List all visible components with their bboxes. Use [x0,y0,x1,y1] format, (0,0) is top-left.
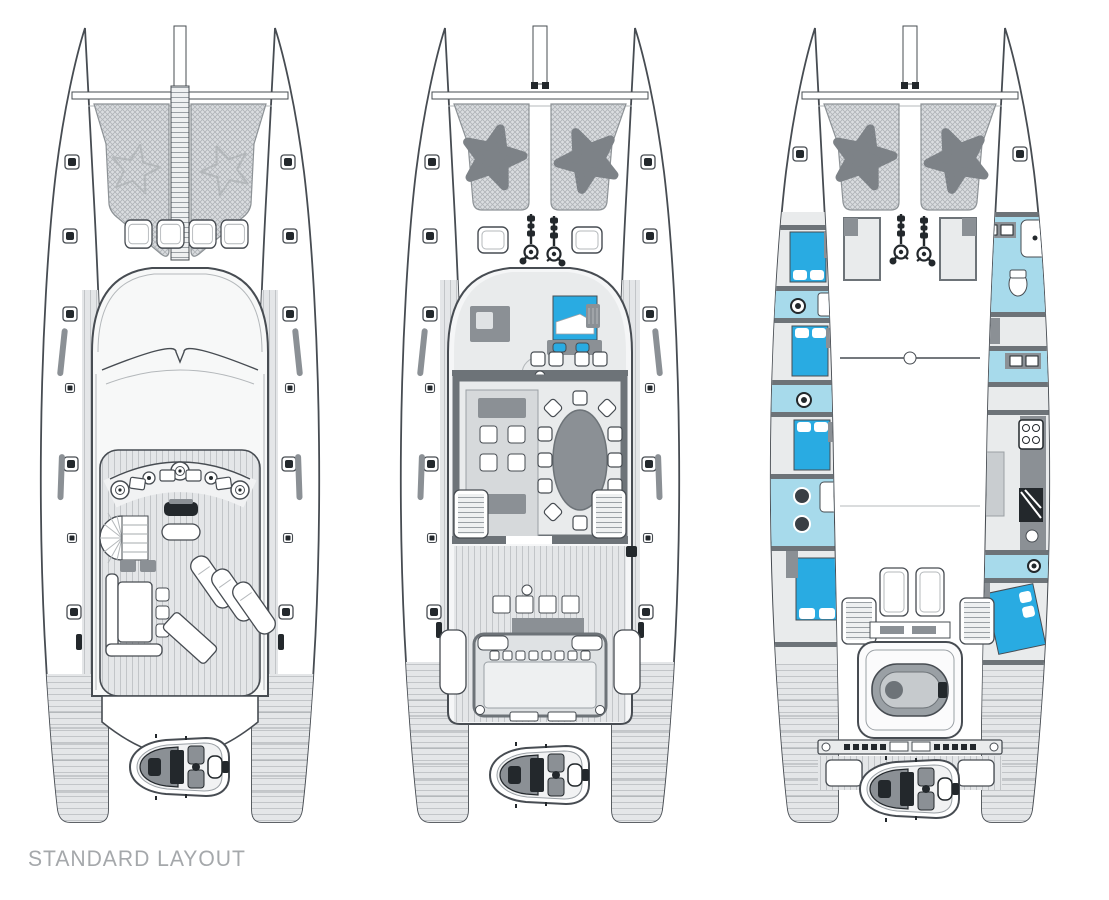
shower [819,481,841,513]
galley-island [977,451,1005,517]
windlass-icon [915,214,937,268]
sink-icon [1000,224,1014,236]
sprit-fitting [542,82,549,89]
windlass-icon [545,214,567,268]
gate-fitting [76,634,82,650]
gate-fitting [436,622,442,638]
stern-step-lines [400,699,680,797]
cockpit [439,546,641,722]
pillow [797,422,811,432]
helm-console-icon [161,499,201,541]
skylights [879,567,945,617]
wardrobe [786,550,798,578]
hull-window [57,454,65,501]
bow-walkway [170,85,190,261]
garage-dinghy-icon [871,663,949,717]
sun-pad [162,612,218,664]
pillow [795,328,809,338]
sprit-fitting [901,82,908,89]
bulkheads [770,225,846,647]
sink-icon [1025,529,1039,543]
flybridge-settee [105,560,170,657]
pillow [812,328,826,338]
sink-icon [1025,355,1039,367]
stern-step-lines [770,699,1050,797]
bulkheads [972,212,1050,665]
deck-hatch-icon [957,759,995,787]
cockpit-bench [472,632,608,722]
deck-hatch-icon [477,226,509,254]
stove-icon [1018,419,1044,450]
trampolines [823,103,996,211]
stern-crossbeam [817,739,1003,755]
spiral-staircase-icon [99,512,149,564]
wardrobe [826,328,840,348]
windlass-icon [888,212,910,266]
forward-master-cabin [452,272,628,382]
deck-hatch-icon [571,226,603,254]
sun-loungers [162,555,276,664]
hull-stairs [841,597,995,645]
pillow [814,422,828,432]
shower [817,292,839,317]
side-pod [439,629,467,695]
stbd-hull-rooms [972,212,1050,665]
deck-hatch-icon [825,759,863,787]
dining-area [530,351,623,531]
tender-garage [857,621,963,739]
pillow [799,608,815,619]
trampolines [453,103,626,211]
side-pod [613,629,641,695]
sprit-fitting [912,82,919,89]
pillow [819,608,835,619]
windlass-icon [518,212,540,266]
flybridge-table [117,581,153,643]
main-deck-plan [399,25,681,823]
sink-icon [984,224,998,236]
layout-caption: STANDARD LAYOUT [28,846,246,871]
sink-icon [1009,355,1023,367]
door-pivot [521,584,533,596]
pillow [810,270,824,280]
pillow [793,270,807,280]
toilet-icon [793,515,811,533]
forward-center-lockers [843,217,977,281]
hull-stairs [453,489,627,539]
salon [452,351,628,544]
stern-dinghy-icon [489,741,590,809]
sprit-fitting [531,82,538,89]
pillow [1018,590,1032,604]
hull-window [417,454,425,501]
dining-table-icon [552,409,608,511]
bowsprit [902,25,918,85]
helm-instruments [110,461,250,500]
bathroom [770,290,846,320]
bowsprit [532,25,548,85]
aft-cabin [985,583,1047,655]
wardrobe [828,422,842,442]
sliding-door [506,536,552,544]
hull-window [57,328,68,377]
bridgedeck-beams [840,351,980,507]
lower-deck-plan [769,25,1051,823]
flybridge [99,449,276,697]
pillow [1022,605,1036,618]
stern-step-lines [40,711,320,793]
sink-icon [793,487,811,505]
bowsprit [173,25,187,89]
fly-deck-plan [39,25,321,823]
hull-window [417,328,428,377]
